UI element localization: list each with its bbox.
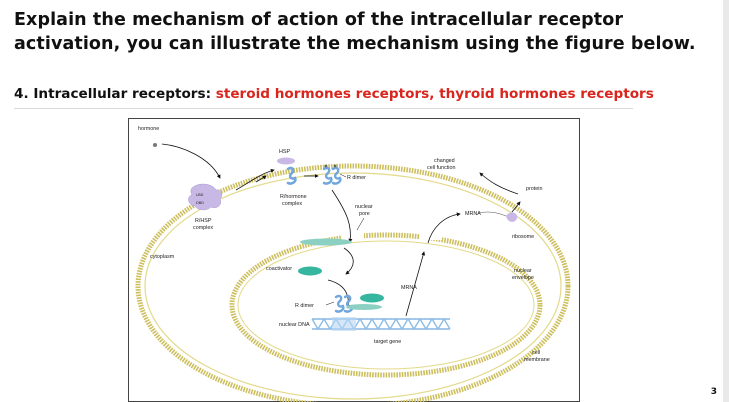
label-mrna-right: MRNA <box>465 211 481 217</box>
label-cell-membrane-2: membrane <box>524 357 550 363</box>
arrow-transcription <box>405 251 426 317</box>
label-r-hsp-2: complex <box>193 225 213 231</box>
pointer-nuclear-pore <box>356 217 365 231</box>
receptor-mechanism-figure: hormone LBD DBD R/HSP complex HSP R/horm… <box>128 118 580 402</box>
page-number: 3 <box>710 387 717 397</box>
hormone-bound-1 <box>324 164 328 168</box>
pointer-r-dimer-lower <box>325 301 335 306</box>
cell-membrane-inner <box>144 172 562 400</box>
nuclear-envelope <box>229 232 543 378</box>
label-cytoplasm: cytoplasm <box>150 254 175 260</box>
mrna-strand-right <box>477 211 507 217</box>
label-protein: protein <box>526 186 542 192</box>
section-heading-prefix: 4. Intracellular receptors: <box>14 86 216 102</box>
coactivator-bound-bar <box>346 304 382 310</box>
label-r-dimer-lower: R dimer <box>295 303 314 309</box>
label-coactivator: coactivator <box>266 266 292 272</box>
cell-membrane <box>135 163 571 402</box>
label-hormone: hormone <box>138 126 159 132</box>
arrow-hormone-entry <box>161 143 221 179</box>
arrow-protein-to-function <box>479 172 519 195</box>
label-dbd: DBD <box>196 201 204 205</box>
ribosome-shape <box>506 212 518 222</box>
label-changed-1: changed <box>434 158 455 164</box>
label-lbd: LBD <box>196 193 204 197</box>
arrow-hsp-release <box>255 175 267 183</box>
label-ribosome: ribosome <box>512 234 534 240</box>
section-heading: 4. Intracellular receptors: steroid horm… <box>14 86 654 102</box>
label-nuclear-envelope-2: envelope <box>512 275 534 281</box>
nuclear-envelope-inner <box>237 240 535 370</box>
receptor-dimer-lower <box>334 294 354 313</box>
receptor-hormone-complex <box>286 166 297 185</box>
label-nuclear-envelope-1: nuclear <box>514 268 532 274</box>
label-nuclear-pore-2: pore <box>359 211 370 217</box>
label-r-hormone-2: complex <box>282 201 302 207</box>
arrow-ribosome-to-protein <box>511 201 521 213</box>
hormone-molecule <box>153 143 157 147</box>
receptor-dimer-top <box>322 166 342 185</box>
label-nuclear-pore-1: nuclear <box>355 204 373 210</box>
arrow-dimer-into-nucleus <box>331 189 353 243</box>
hormone-bound-2 <box>333 164 337 168</box>
hsp-protein <box>277 157 295 165</box>
question-text: Explain the mechanism of action of the i… <box>14 10 696 54</box>
label-changed-2: cell function <box>427 165 455 171</box>
pointer-r-dimer-top <box>339 173 347 178</box>
arrow-mrna-export <box>427 212 461 244</box>
coactivator-protein <box>298 266 322 276</box>
label-cell-membrane-1: cell <box>532 350 540 356</box>
label-r-hormone-1: R/hormone <box>280 194 307 200</box>
coactivator-bar <box>300 238 352 246</box>
label-r-hsp-1: R/HSP <box>195 218 212 224</box>
nuclear-pore-left <box>342 230 364 240</box>
label-mrna-center: MRNA <box>401 285 417 291</box>
receptor-hsp-complex <box>188 183 223 211</box>
arrow-release <box>235 168 275 191</box>
label-target-gene: target gene <box>374 339 401 345</box>
heading-divider <box>14 108 633 109</box>
arrow-coactivator-1 <box>343 247 354 275</box>
label-nuclear-dna: nuclear DNA <box>279 322 310 328</box>
label-r-dimer-top: R dimer <box>347 175 366 181</box>
label-hsp: HSP <box>279 149 290 155</box>
dna-response-element <box>332 317 356 331</box>
coactivator-bound <box>360 293 384 303</box>
section-heading-highlight: steroid hormones receptors, thyroid horm… <box>215 86 654 102</box>
